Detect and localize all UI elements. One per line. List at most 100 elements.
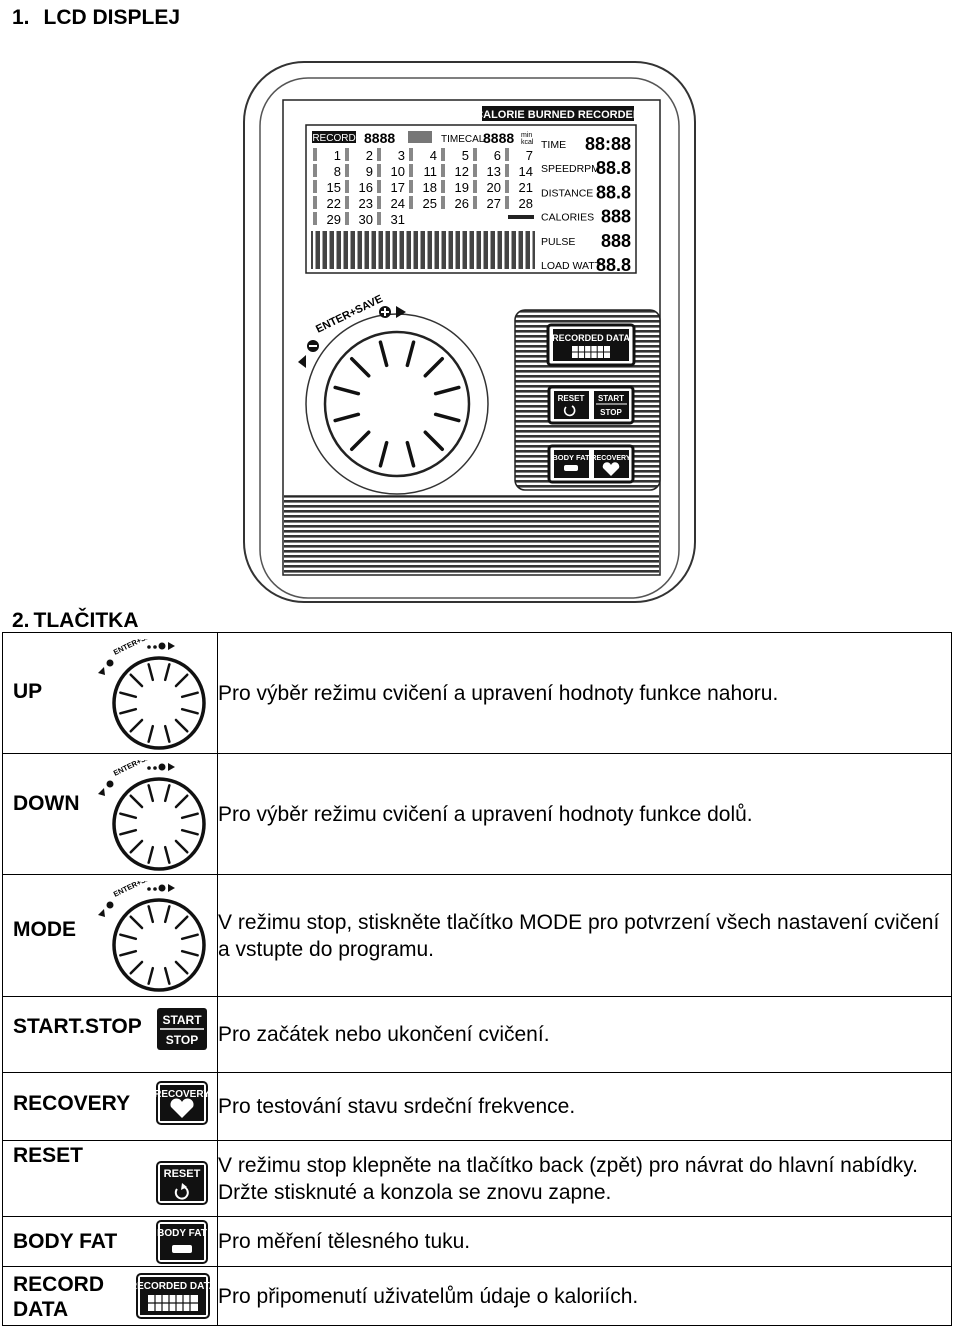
row-name: RECORD <box>13 1273 105 1296</box>
reset-icon: RESET <box>156 1161 208 1205</box>
calendar-day: 11 <box>424 164 438 179</box>
calendar-day: 13 <box>487 164 501 179</box>
metric-label: DISTANCE <box>541 187 593 199</box>
table-row: UP ENTER+SAVE Pro výběr režimu cvičení a… <box>2 632 952 754</box>
calendar-day: 31 <box>391 212 405 227</box>
table-row: MODE ENTER+SAVE V režimu stop, stiskněte… <box>2 874 952 997</box>
lcd-bar-graph <box>311 231 535 269</box>
body-fat-button: BODY FAT <box>552 453 590 462</box>
buttons-table: UP ENTER+SAVE Pro výběr režimu cvičení a… <box>2 632 952 1326</box>
calendar-day: 25 <box>423 196 437 211</box>
calendar-day: 2 <box>366 148 373 163</box>
calendar-day: 4 <box>430 148 437 163</box>
console-illustration: CALORIE BURNED RECORDER RECORD 8888 TIME… <box>243 61 696 603</box>
calendar-day: 7 <box>526 148 533 163</box>
calendar-day: 24 <box>391 196 405 211</box>
icon-label: RECOVERY <box>156 1089 208 1100</box>
metric-label: CALORIES <box>541 212 594 224</box>
calendar-day: 5 <box>462 148 469 163</box>
arrow-left-icon <box>298 355 306 368</box>
icon-label: BODY FAT <box>157 1228 207 1239</box>
timecal-value: 8888 <box>483 130 514 146</box>
calendar-day: 29 <box>327 212 341 227</box>
body-fat-icon: BODY FAT <box>156 1220 208 1264</box>
hand-icon <box>564 465 578 471</box>
metric-value: 888 <box>601 207 631 227</box>
knob-icon-label: ENTER+SAVE <box>112 881 161 899</box>
calendar-day: 3 <box>398 148 405 163</box>
calendar-day: 30 <box>359 212 373 227</box>
icon-label: RESET <box>164 1168 201 1180</box>
table-row: RECORD DATA RECORDED DATA Pro připomenut… <box>2 1266 952 1326</box>
stop-button: STOP <box>600 408 622 417</box>
table-row: BODY FAT BODY FAT Pro měření tělesného t… <box>2 1216 952 1267</box>
row-desc: Pro začátek nebo ukončení cvičení. <box>217 996 952 1073</box>
bottom-stripes <box>284 496 659 574</box>
calendar-day: 27 <box>487 196 501 211</box>
timecal-label: TIMECAL : <box>441 134 490 145</box>
row-name-line-2: DATA <box>13 1298 69 1321</box>
start-stop-icon: START STOP <box>157 1008 207 1050</box>
knob-icon: ENTER+SAVE <box>98 639 206 750</box>
metric-value: 88:88 <box>585 134 631 154</box>
start-button: START <box>598 394 624 403</box>
icon-label: START <box>162 1013 202 1027</box>
metric-label: LOAD WATT <box>541 260 602 272</box>
row-name: RECOVERY <box>13 1092 131 1115</box>
unit-min: min <box>521 132 532 139</box>
calendar-day: 17 <box>391 180 405 195</box>
row-name: DOWN <box>13 792 80 815</box>
calendar-day: 9 <box>366 164 373 179</box>
calendar-day: 21 <box>519 180 533 195</box>
recovery-button: RECOVERY <box>591 455 630 462</box>
calendar-day: 6 <box>494 148 501 163</box>
section-1-heading: 1.LCD DISPLEJ <box>12 6 181 29</box>
calendar-day: 15 <box>327 180 341 195</box>
metric-label: TIME <box>541 139 566 151</box>
recorded-data-grid-icon <box>572 346 610 358</box>
recorded-data-icon: RECORDED DATA <box>136 1273 210 1319</box>
record-value: 8888 <box>364 130 395 146</box>
row-desc: Pro výběr režimu cvičení a upravení hodn… <box>217 632 952 754</box>
console-header-box <box>482 106 634 121</box>
table-row: START.STOP START STOP Pro začátek nebo u… <box>2 996 952 1073</box>
calendar-day: 23 <box>359 196 373 211</box>
calendar-day: 18 <box>423 180 437 195</box>
metric-value: 88.8 <box>596 182 631 202</box>
metric-value: 88.8 <box>596 158 631 178</box>
metric-label: PULSE <box>541 236 575 248</box>
table-row: RESET RESET V režimu stop klepněte na tl… <box>2 1140 952 1217</box>
console-header: CALORIE BURNED RECORDER <box>475 109 641 121</box>
row-name: START.STOP <box>13 1015 142 1038</box>
calendar-day: 16 <box>359 180 373 195</box>
row-desc: Pro měření tělesného tuku. <box>217 1216 952 1267</box>
reset-button: RESET <box>558 394 585 403</box>
knob-dial <box>323 330 471 478</box>
table-row: DOWN ENTER+SAVE Pro výběr režimu cvičení… <box>2 753 952 875</box>
row-name: UP <box>13 680 43 703</box>
record-label: RECORD <box>312 133 355 144</box>
knob-icon-label: ENTER+SAVE <box>112 639 161 657</box>
metric-label: SPEEDRPM <box>541 163 600 175</box>
calendar-day: 26 <box>455 196 469 211</box>
section-2-heading: 2.TLAČITKA <box>12 609 139 632</box>
row-desc: V režimu stop klepněte na tlačítko back … <box>217 1140 952 1217</box>
calendar-day: 14 <box>519 164 533 179</box>
row-name: MODE <box>13 918 76 941</box>
row-name: BODY FAT <box>13 1230 118 1253</box>
calendar-day: 28 <box>519 196 533 211</box>
knob-icon: ENTER+SAVE <box>98 760 206 871</box>
icon-label: RECORDED DATA <box>136 1281 210 1292</box>
row-desc: Pro výběr režimu cvičení a upravení hodn… <box>217 753 952 875</box>
heart-icon <box>602 462 620 476</box>
row-desc: Pro připomenutí uživatelům údaje o kalor… <box>217 1266 952 1326</box>
calendar-day: 20 <box>487 180 501 195</box>
recorded-data-button: RECORDED DATA <box>552 333 630 343</box>
table-row: RECOVERY RECOVERY Pro testování stavu sr… <box>2 1072 952 1141</box>
knob-icon: ENTER+SAVE <box>98 881 206 992</box>
calendar-day: 12 <box>455 164 469 179</box>
metric-value: 888 <box>601 231 631 251</box>
recovery-icon: RECOVERY <box>156 1081 208 1125</box>
